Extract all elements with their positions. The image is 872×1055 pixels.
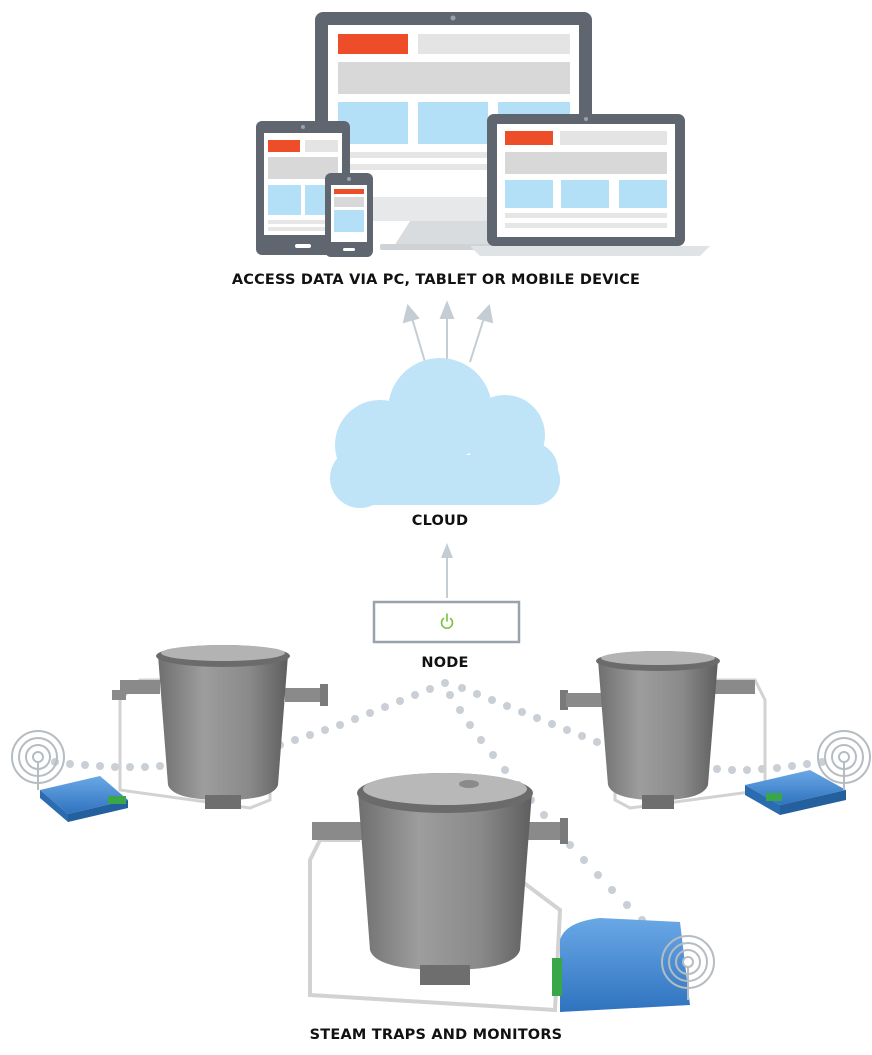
mobile-phone bbox=[325, 173, 373, 257]
wireless-signal-icon bbox=[817, 730, 871, 790]
monitor-right bbox=[745, 770, 846, 815]
node-label: NODE bbox=[421, 655, 469, 671]
laptop bbox=[470, 114, 710, 256]
devices-label: ACCESS DATA VIA PC, TABLET OR MOBILE DEV… bbox=[231, 272, 641, 288]
cloud-shape bbox=[330, 358, 560, 508]
node-to-cloud-arrow bbox=[441, 543, 453, 598]
steam-trap-right bbox=[560, 651, 767, 810]
devices-illustration bbox=[256, 12, 710, 257]
wireless-signal-icon bbox=[11, 730, 65, 790]
upload-arrows bbox=[402, 300, 494, 363]
power-icon bbox=[440, 613, 454, 630]
steam-trap-left bbox=[112, 645, 328, 810]
steam-traps-label: STEAM TRAPS AND MONITORS bbox=[309, 1027, 563, 1043]
monitor-center bbox=[552, 918, 690, 1012]
monitor-left bbox=[40, 776, 128, 822]
node-box bbox=[372, 600, 521, 644]
steam-trap-center bbox=[308, 773, 568, 1013]
wireless-signal-icon bbox=[661, 935, 715, 1000]
cloud-label: CLOUD bbox=[411, 513, 469, 529]
